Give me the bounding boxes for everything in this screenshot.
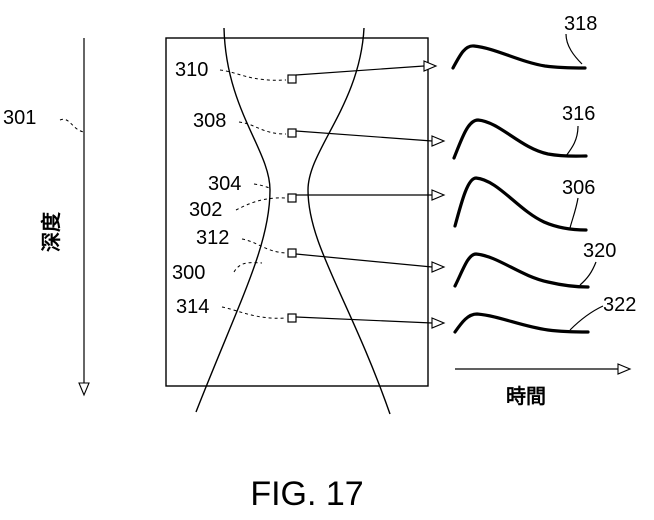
sample-point-310 [288, 75, 296, 83]
sample-point-312 [288, 249, 296, 257]
label-301: 301 [3, 107, 36, 129]
label-302: 302 [189, 199, 222, 221]
label-320: 320 [583, 240, 616, 262]
arrow-308 [296, 131, 444, 146]
time-axis [455, 364, 630, 374]
label-306: 306 [562, 177, 595, 199]
sample-point-314 [288, 314, 296, 322]
arrow-302 [296, 190, 444, 200]
label-316: 316 [562, 103, 595, 125]
leader-302 [236, 198, 286, 210]
label-312: 312 [196, 227, 229, 249]
leader-304 [254, 184, 270, 188]
sample-point-308 [288, 129, 296, 137]
label-300: 300 [172, 262, 205, 284]
leader-312 [242, 239, 286, 253]
waveform-320 [455, 254, 588, 287]
arrow-312 [296, 254, 444, 272]
arrow-314 [296, 317, 444, 328]
leader-308 [239, 122, 286, 134]
leader-320 [580, 262, 596, 285]
label-308: 308 [193, 110, 226, 132]
right-boundary-curve [308, 28, 390, 414]
label-318: 318 [564, 13, 597, 35]
waveform-322 [455, 314, 588, 332]
waveform-316 [454, 120, 586, 158]
label-304: 304 [208, 173, 241, 195]
depth-axis [79, 38, 89, 395]
label-310: 310 [175, 59, 208, 81]
waveform-318 [453, 46, 585, 68]
leader-314 [222, 307, 286, 318]
sample-point-302 [288, 194, 296, 202]
leader-318 [566, 34, 582, 64]
leader-306 [570, 198, 578, 228]
leader-301 [60, 119, 84, 132]
label-314: 314 [176, 296, 209, 318]
arrow-310 [296, 61, 436, 75]
leader-322 [570, 306, 603, 330]
time-axis-label: 時間 [506, 384, 546, 408]
depth-axis-label: 深度 [39, 211, 63, 252]
figure-caption: FIG. 17 [250, 475, 363, 513]
leader-316 [566, 126, 578, 156]
leader-300 [234, 263, 262, 272]
label-322: 322 [603, 294, 636, 316]
